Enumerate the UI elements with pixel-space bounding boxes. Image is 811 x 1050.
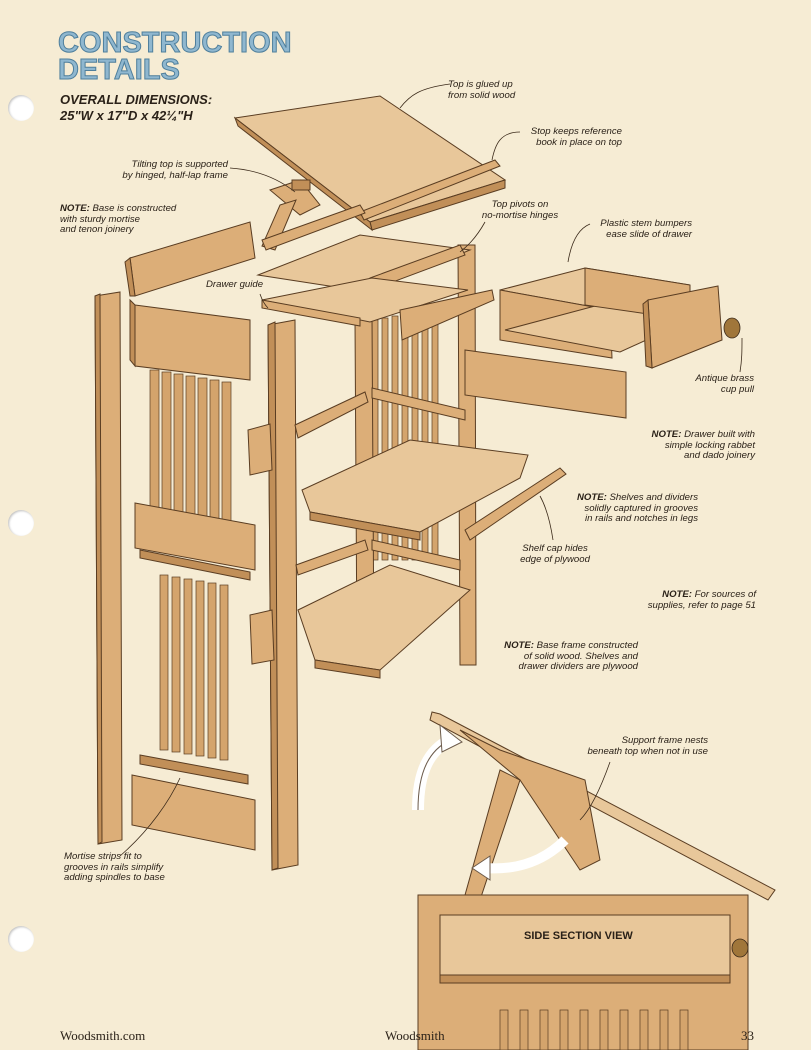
- note-label: NOTE:: [504, 640, 534, 651]
- callout-line: supplies, refer to page 51: [647, 599, 756, 611]
- callout-stop: Stop keeps reference book in place on to…: [510, 126, 622, 148]
- callout-shelf-cap: Shelf cap hides edge of plywood: [505, 543, 605, 565]
- callout-tilting-top: Tilting top is supported by hinged, half…: [90, 159, 228, 181]
- note-label: NOTE:: [60, 203, 90, 214]
- callout-line: cup pull: [720, 383, 754, 395]
- callout-line: beneath top when not in use: [587, 745, 708, 757]
- note-base: NOTE: Base is constructed with sturdy mo…: [60, 203, 177, 236]
- callout-mortise-strips: Mortise strips fit to grooves in rails s…: [64, 851, 165, 884]
- note-label: NOTE:: [576, 492, 607, 503]
- callout-line: drawer dividers are plywood: [518, 661, 638, 673]
- footer-website: Woodsmith.com: [60, 1028, 146, 1043]
- dimensions-label: OVERALL DIMENSIONS:: [60, 92, 213, 107]
- callout-line: For sources of: [694, 589, 756, 600]
- callout-line: Mortise strips fit to: [64, 851, 142, 862]
- callout-line: no-mortise hinges: [481, 209, 559, 221]
- callout-line: Drawer built with: [684, 429, 755, 440]
- tilting-top: [233, 95, 507, 232]
- callout-top-glued: Top is glued up from solid wood: [448, 79, 516, 101]
- callout-line: Base frame constructed: [536, 640, 638, 651]
- callout-bumpers: Plastic stem bumpers ease slide of drawe…: [582, 218, 692, 240]
- side-section-inset: [412, 711, 776, 1050]
- callout-line: grooves in rails simplify: [64, 861, 164, 873]
- callout-line: Shelves and dividers: [609, 492, 698, 503]
- callout-line: Antique brass: [695, 373, 754, 384]
- callout-line: Base is constructed: [92, 203, 177, 214]
- callout-line: and tenon joinery: [60, 224, 134, 236]
- callout-line: in rails and notches in legs: [584, 513, 698, 525]
- callout-line: Tilting top is supported: [131, 159, 228, 170]
- callout-support-frame: Support frame nests beneath top when not…: [560, 735, 708, 757]
- page-number: 33: [741, 1028, 754, 1043]
- callout-line: and dado joinery: [684, 450, 755, 462]
- support-frame: [261, 179, 366, 251]
- callout-line: Support frame nests: [621, 735, 708, 746]
- overall-dimensions: OVERALL DIMENSIONS: 25"W x 17"D x 42¼"H: [60, 92, 212, 124]
- binder-hole-top: [8, 95, 34, 121]
- callout-line: solidly captured in grooves: [584, 502, 698, 514]
- callout-line: Top is glued up: [448, 79, 513, 90]
- callout-line: edge of plywood: [520, 553, 590, 565]
- page-title: CONSTRUCTION DETAILS: [58, 27, 308, 86]
- callout-top-pivots: Top pivots on no-mortise hinges: [470, 199, 570, 221]
- binder-hole-middle: [8, 510, 34, 536]
- note-label: NOTE:: [651, 429, 682, 440]
- callout-line: Top pivots on: [491, 199, 549, 210]
- callout-line: adding spindles to base: [64, 872, 165, 884]
- binder-hole-bottom: [8, 926, 34, 952]
- callout-line: Stop keeps reference: [530, 126, 622, 137]
- note-drawer: NOTE: Drawer built with simple locking r…: [620, 429, 755, 462]
- callout-line: with sturdy mortise: [60, 213, 140, 225]
- footer-magazine: Woodsmith: [385, 1028, 445, 1043]
- title-line-1: CONSTRUCTION: [58, 27, 293, 59]
- drawer: [499, 267, 741, 369]
- callout-line: Shelf cap hides: [522, 543, 588, 554]
- title-line-2: DETAILS: [58, 54, 181, 86]
- callout-line: ease slide of drawer: [606, 228, 692, 240]
- callout-line: from solid wood: [448, 89, 516, 101]
- callout-line: book in place on top: [536, 136, 622, 148]
- note-shelves: NOTE: Shelves and dividers solidly captu…: [540, 492, 698, 525]
- note-frame: NOTE: Base frame constructed of solid wo…: [480, 640, 638, 673]
- note-sources: NOTE: For sources of supplies, refer to …: [610, 589, 756, 611]
- note-label: NOTE:: [662, 589, 692, 600]
- dimensions-value: 25"W x 17"D x 42¼"H: [60, 108, 193, 123]
- callout-line: simple locking rabbet: [664, 439, 755, 451]
- callout-line: of solid wood. Shelves and: [523, 650, 638, 662]
- callout-drawer-guide: Drawer guide: [206, 279, 264, 290]
- callout-brass-pull: Antique brass cup pull: [680, 373, 754, 395]
- callout-line: by hinged, half-lap frame: [122, 169, 228, 181]
- side-section-label: SIDE SECTION VIEW: [524, 930, 633, 942]
- callout-line: Plastic stem bumpers: [600, 218, 692, 229]
